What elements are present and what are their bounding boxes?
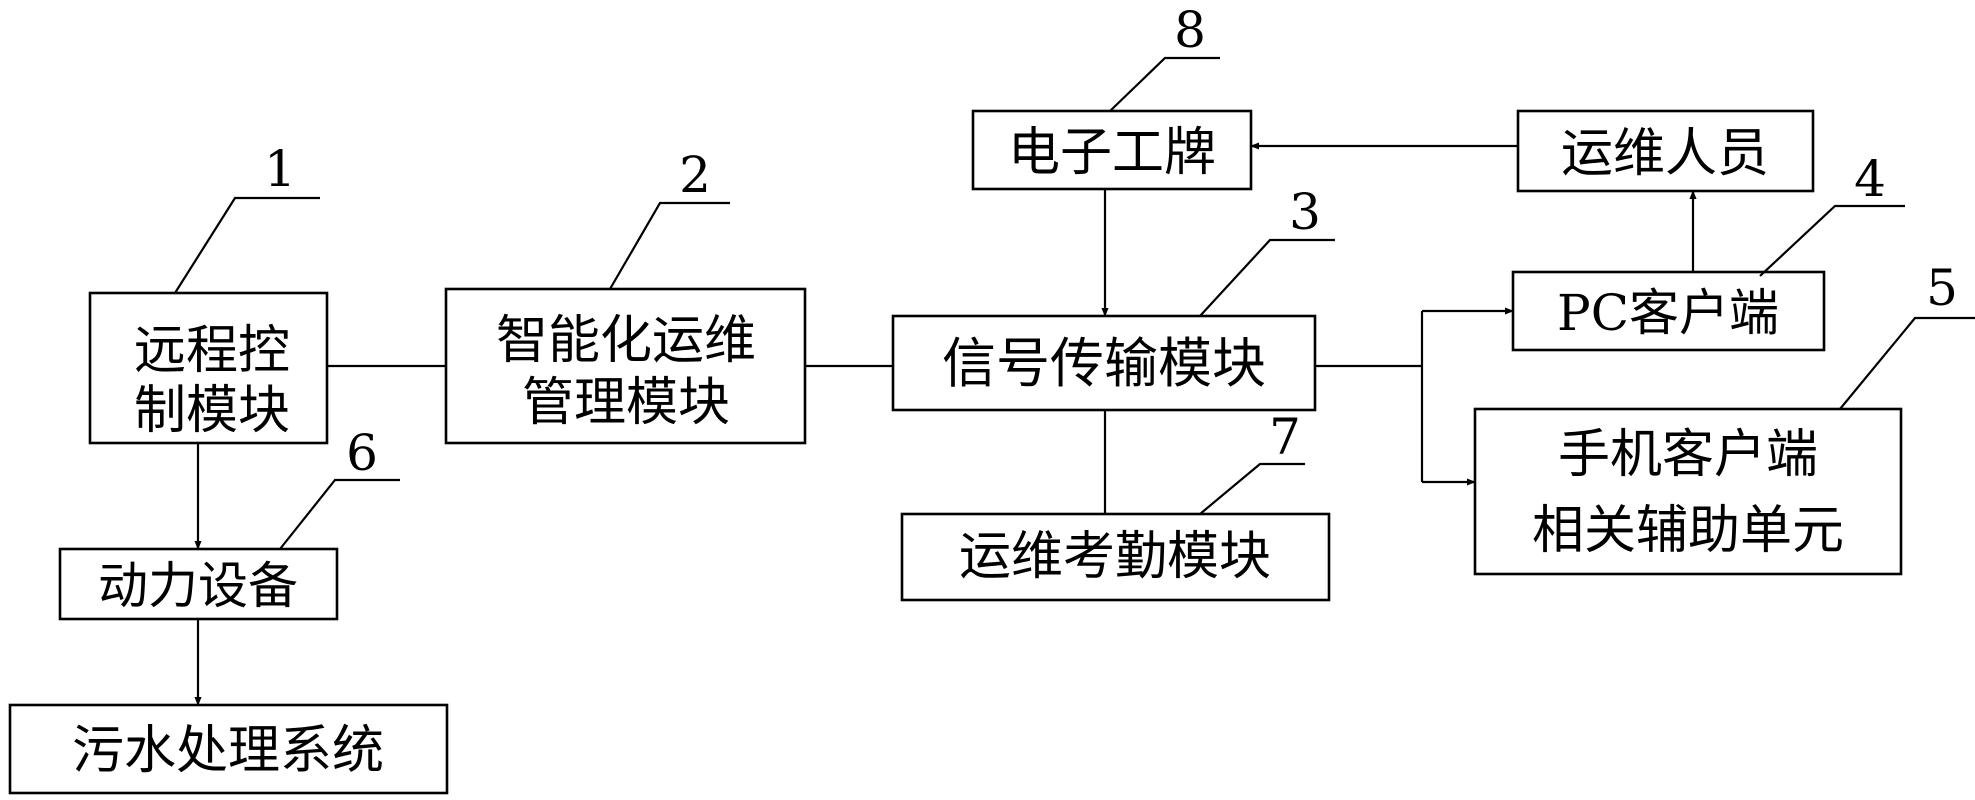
callout-number-2: 2 <box>679 146 711 204</box>
box-attendance <box>900 512 1331 602</box>
remote-control-label-line2: 制模块 <box>134 381 290 441</box>
callout-number-6: 6 <box>346 424 378 482</box>
om-staff-label: 运维人员 <box>1561 124 1769 184</box>
power-equipment-label: 动力设备 <box>98 557 298 615</box>
callout-number-1: 1 <box>264 140 296 198</box>
leader-3 <box>1199 238 1335 317</box>
signal-tx-label: 信号传输模块 <box>942 332 1266 395</box>
box-mobile-client <box>1473 407 1903 576</box>
leader-6 <box>279 478 400 550</box>
boxes <box>8 109 1903 795</box>
box-e-badge <box>971 109 1253 191</box>
sewage-system-label: 污水处理系统 <box>72 721 384 781</box>
connectors <box>194 142 1697 706</box>
remote-control-label-line1: 远程控 <box>134 321 290 381</box>
callout-leaders <box>174 56 1975 550</box>
mobile-client-label-line1: 手机客户端 <box>1558 425 1818 485</box>
box-sewage-system <box>8 703 449 795</box>
pc-client-label: PC客户端 <box>1557 284 1779 342</box>
box-labels: 远程控 制模块 智能化运维 管理模块 信号传输模块 电子工牌 运维人员 PC客户… <box>72 123 1844 781</box>
e-badge-label: 电子工牌 <box>1008 123 1216 183</box>
box-power-equipment <box>58 547 339 621</box>
leader-5 <box>1839 316 1975 410</box>
leader-8 <box>1109 56 1220 112</box>
leader-1 <box>174 196 320 294</box>
attendance-label: 运维考勤模块 <box>959 527 1271 587</box>
box-signal-tx <box>891 314 1317 412</box>
leader-2 <box>609 201 730 290</box>
box-smart-om <box>444 287 807 445</box>
callout-number-4: 4 <box>1854 150 1886 208</box>
leader-7 <box>1199 462 1305 515</box>
smart-om-label-line2: 管理模块 <box>522 373 730 433</box>
callout-number-8: 8 <box>1174 1 1206 59</box>
box-om-staff <box>1516 109 1815 193</box>
callout-number-3: 3 <box>1289 183 1321 241</box>
callout-numbers: 1 2 3 4 5 6 7 8 <box>264 1 1958 482</box>
mobile-client-label-line2: 相关辅助单元 <box>1532 501 1844 561</box>
smart-om-label-line1: 智能化运维 <box>496 311 756 371</box>
leader-4 <box>1759 204 1905 277</box>
box-remote-control <box>88 291 329 445</box>
callout-number-7: 7 <box>1269 408 1301 466</box>
box-pc-client <box>1511 270 1826 352</box>
callout-number-5: 5 <box>1926 259 1958 317</box>
